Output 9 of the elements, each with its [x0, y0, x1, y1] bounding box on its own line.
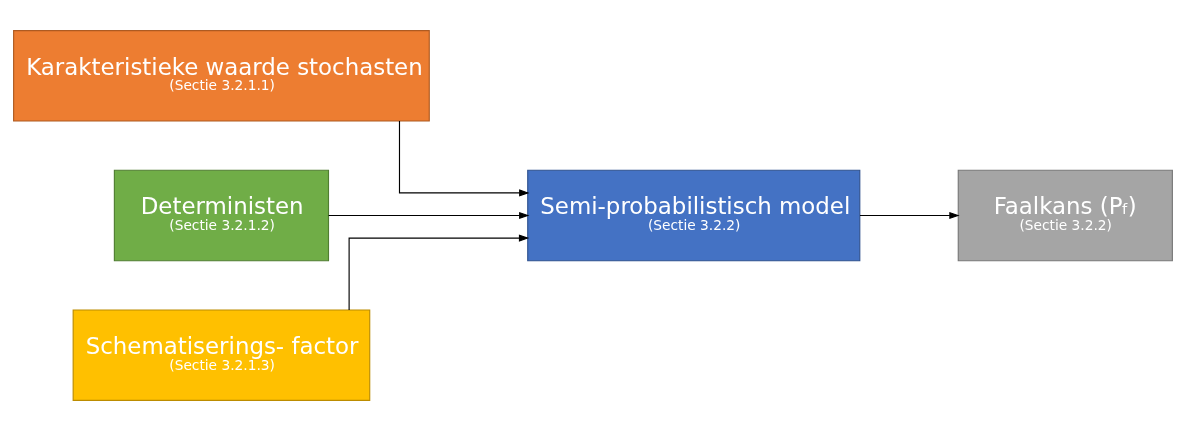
node-box: Schematiserings- factor (Sectie 3.2.1.3): [72, 308, 371, 401]
arrow: [348, 234, 530, 310]
arrow: [328, 211, 530, 219]
node-box: Deterministen (Sectie 3.2.1.2): [113, 169, 330, 261]
arrow: [398, 120, 530, 196]
arrow: [859, 211, 960, 219]
node-box: Karakteristieke waarde stochasten (Sectie 3.2.1.1): [13, 29, 430, 122]
node-box: Semi-probabilistisch model (Sectie 3.2.2): [527, 169, 861, 261]
node-box: Faalkans (Pf) (Sectie 3.2.2): [957, 169, 1173, 261]
